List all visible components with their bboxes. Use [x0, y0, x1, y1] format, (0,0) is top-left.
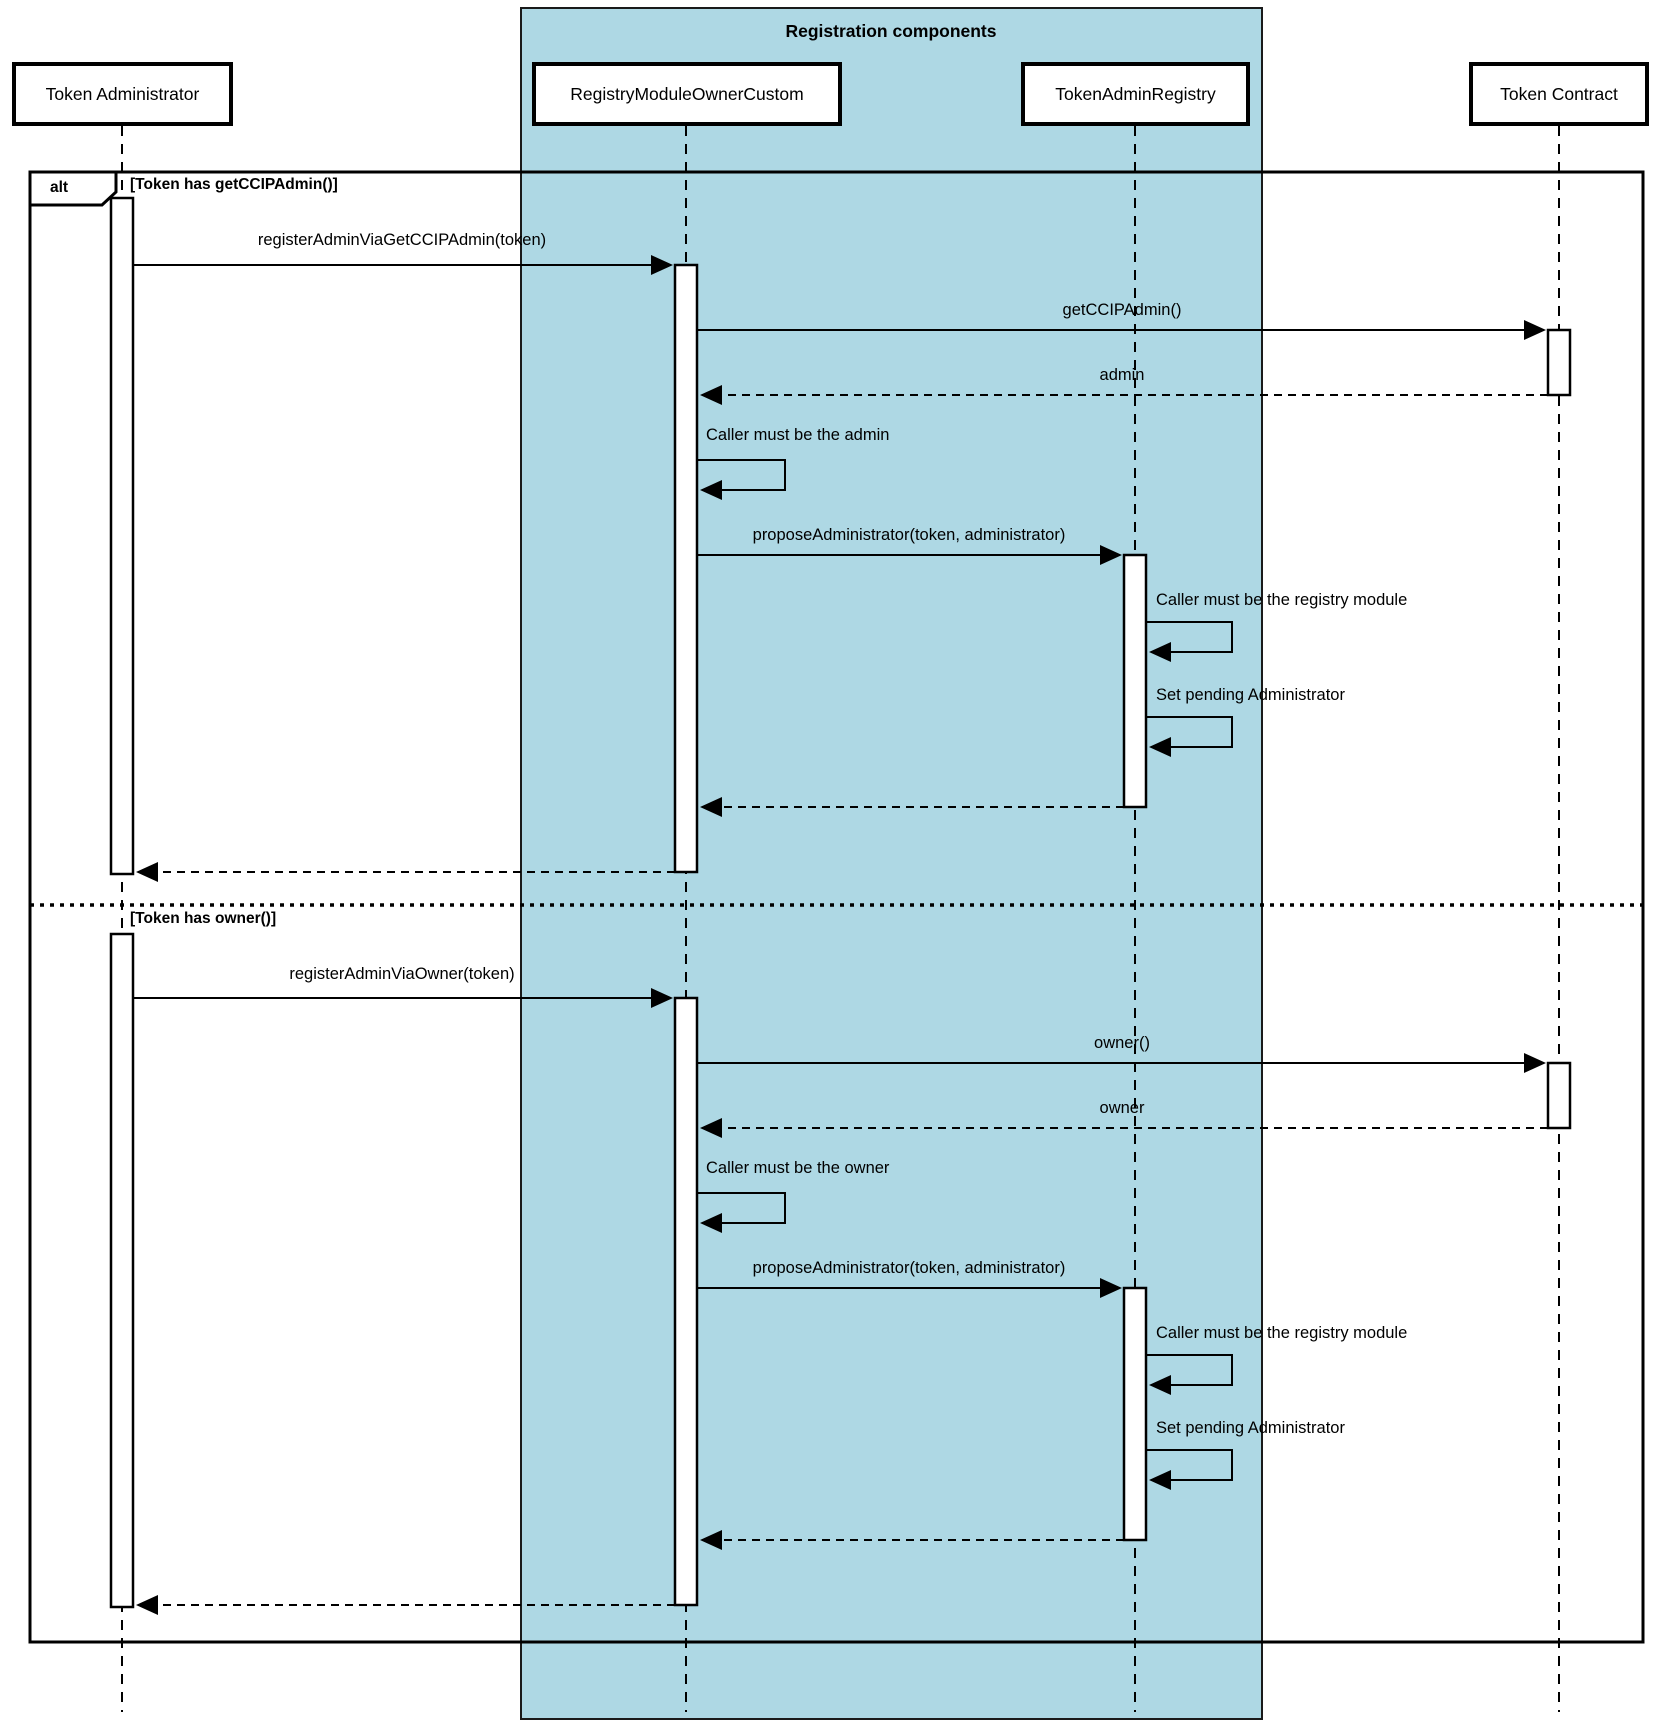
alt-operator-pentagon — [28, 170, 118, 207]
activation-token-contract-2 — [1546, 1061, 1572, 1130]
message-label: Set pending Administrator — [1156, 686, 1345, 704]
message-label: owner — [1099, 1099, 1145, 1117]
arrow-self-caller-must-be-admin — [697, 459, 786, 500]
arrow-self-caller-registry-module-1 — [1146, 621, 1233, 662]
participant-token-contract: Token Contract — [1469, 62, 1649, 126]
message-label: registerAdminViaOwner(token) — [289, 965, 515, 983]
activation-registry-module-2 — [673, 996, 699, 1607]
activation-token-administrator-2 — [109, 932, 135, 1609]
arrow-self-set-pending-administrator-1 — [1146, 716, 1233, 757]
guard-token-has-owner: [Token has owner()] — [130, 910, 277, 927]
message-label: admin — [1099, 366, 1145, 384]
arrow-self-caller-must-be-owner — [697, 1192, 786, 1233]
arrow-self-caller-registry-module-2 — [1146, 1354, 1233, 1395]
activation-token-admin-registry-2 — [1122, 1286, 1148, 1542]
participant-token-admin-registry: TokenAdminRegistry — [1021, 62, 1250, 126]
message-label: proposeAdministrator(token, administrato… — [752, 526, 1066, 544]
participant-label: TokenAdminRegistry — [1055, 83, 1216, 104]
activation-token-administrator-1 — [109, 196, 135, 876]
guard-token-has-getccipadmin: [Token has getCCIPAdmin()] — [130, 176, 338, 193]
participant-label: Token Contract — [1500, 83, 1618, 104]
message-label: Caller must be the registry module — [1156, 591, 1408, 609]
message-label: proposeAdministrator(token, administrato… — [752, 1259, 1066, 1277]
alt-operator-label: alt — [50, 179, 69, 196]
message-label: registerAdminViaGetCCIPAdmin(token) — [257, 231, 547, 249]
message-label: Set pending Administrator — [1156, 1419, 1345, 1437]
alt-frame — [28, 170, 1645, 1644]
participant-token-administrator: Token Administrator — [12, 62, 233, 126]
activation-token-contract-1 — [1546, 328, 1572, 397]
message-label: Caller must be the registry module — [1156, 1324, 1408, 1342]
participant-registry-module-owner-custom: RegistryModuleOwnerCustom — [532, 62, 842, 126]
message-label: Caller must be the owner — [706, 1159, 890, 1177]
message-label: getCCIPAdmin() — [1062, 301, 1182, 319]
participant-label: Token Administrator — [45, 83, 200, 104]
activation-token-admin-registry-1 — [1122, 553, 1148, 809]
activation-registry-module-1 — [673, 263, 699, 874]
participant-label: RegistryModuleOwnerCustom — [570, 83, 804, 104]
arrow-self-set-pending-administrator-2 — [1146, 1449, 1233, 1490]
frame-title: Registration components — [785, 21, 997, 41]
message-label: Caller must be the admin — [706, 426, 890, 444]
message-label: owner() — [1094, 1034, 1150, 1052]
